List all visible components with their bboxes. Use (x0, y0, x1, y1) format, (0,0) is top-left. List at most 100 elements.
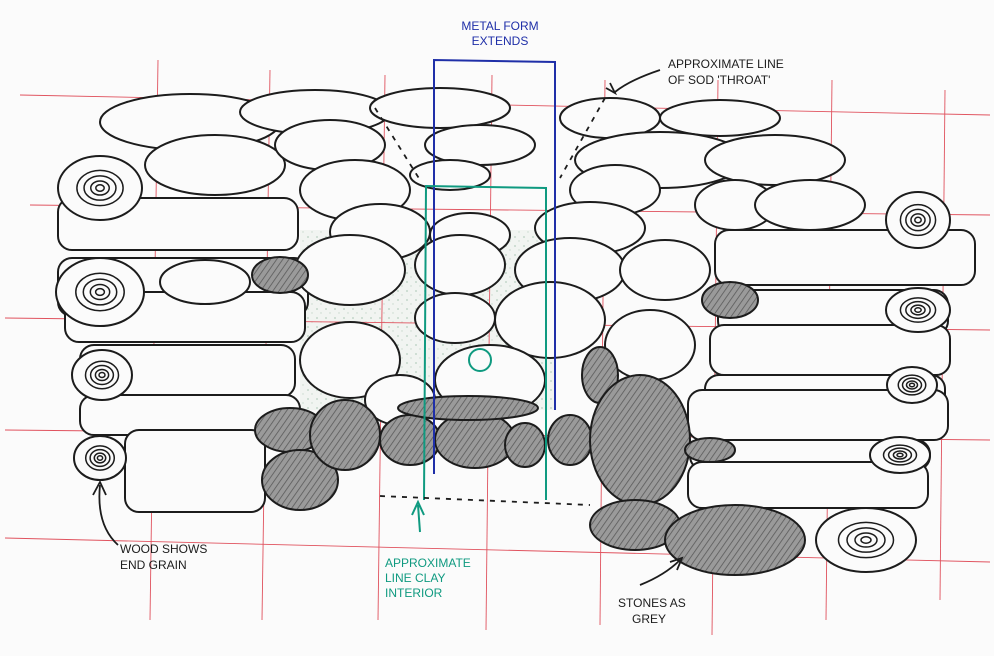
stone (424, 124, 536, 166)
grey-stone (684, 437, 736, 463)
end-grain-ring (837, 521, 895, 559)
stones-grey-label-line-2: GREY (632, 612, 666, 626)
end-grain-ring (905, 300, 931, 320)
end-grain-ring (892, 450, 908, 460)
sod-throat-label-line-1: APPROXIMATE LINE (668, 57, 784, 71)
end-grain-ring (908, 382, 916, 388)
stone (144, 134, 286, 196)
end-grain-ring (846, 527, 886, 553)
clay-interior-line (411, 184, 547, 533)
stone (299, 321, 401, 399)
end-grain-ring (860, 536, 872, 544)
end-grain-ring (905, 380, 919, 390)
log (687, 461, 929, 509)
concentric-ring-icon (899, 297, 937, 323)
end-grain-ring (854, 532, 878, 548)
metal-form-label-line-1: METAL FORM (461, 19, 538, 33)
log-end (886, 366, 938, 404)
stone (409, 159, 491, 191)
stone (754, 179, 866, 231)
end-grain-ring (98, 371, 106, 379)
grey-stone (309, 399, 381, 471)
grey-stone (261, 449, 339, 511)
end-grain-ring (905, 208, 931, 232)
end-grain-ring (75, 272, 125, 312)
log (124, 429, 266, 513)
stones-grey-label-line-1: STONES AS (618, 596, 686, 610)
concentric-ring-icon (882, 444, 918, 466)
metal-form-label-line-2: EXTENDS (472, 34, 529, 48)
stone (494, 281, 606, 359)
metal-form-outline (433, 58, 556, 474)
end-grain-ring (83, 175, 117, 201)
end-grain-ring (910, 304, 926, 316)
concentric-ring-icon (899, 203, 937, 237)
end-grain-ring (82, 278, 118, 306)
grey-stone (504, 422, 546, 468)
annotation-stones-grey: STONES AS GREY (618, 596, 686, 626)
grey-stone (251, 256, 309, 294)
grey-stone (547, 414, 593, 466)
annotation-metal-form: METAL FORM EXTENDS (461, 19, 538, 48)
end-grain-ring (90, 180, 110, 196)
stone (619, 239, 711, 301)
end-grain-ring (899, 203, 937, 237)
stone (369, 87, 511, 129)
concentric-ring-icon (897, 374, 927, 396)
end-grain-ring (94, 287, 106, 297)
concentric-ring-icon (84, 445, 116, 471)
concentric-ring-icon (76, 169, 124, 207)
end-grain-ring (76, 169, 124, 207)
end-grain-ring (96, 455, 104, 461)
end-grain-ring (899, 297, 937, 323)
clay-interior-label-line-2: LINE CLAY (385, 571, 445, 585)
end-grain-ring (84, 360, 120, 390)
end-grain-ring (89, 448, 111, 468)
grey-stone (589, 374, 691, 506)
log-end (73, 435, 127, 481)
end-grain-ring (89, 364, 115, 386)
log-end (57, 155, 143, 221)
log-end (71, 349, 133, 401)
stone (704, 134, 846, 186)
grey-stone (664, 504, 806, 576)
end-grain-ring (95, 184, 105, 192)
log-end-rings (75, 169, 937, 559)
grey-stone (379, 414, 441, 466)
sod-throat-dashed-lines (374, 97, 606, 506)
annotation-clay-interior: APPROXIMATE LINE CLAY INTERIOR (385, 556, 471, 600)
annotation-sod-throat: APPROXIMATE LINE OF SOD 'THROAT' (668, 57, 784, 87)
clay-interior-label-line-1: APPROXIMATE (385, 556, 471, 570)
stone (159, 259, 251, 305)
grey-stone (701, 281, 759, 319)
end-grain-ring (910, 213, 926, 227)
log-end (885, 191, 951, 249)
end-grain-ring (897, 374, 927, 396)
stone (414, 234, 506, 296)
end-grain-ring (887, 447, 913, 463)
sod-throat-label-line-2: OF SOD 'THROAT' (668, 73, 770, 87)
end-grain-ring (93, 452, 107, 464)
log-end (55, 257, 145, 327)
log-end (815, 507, 917, 573)
end-grain-ring (914, 307, 922, 313)
end-grain-ring (901, 377, 923, 393)
concentric-ring-icon (84, 360, 120, 390)
end-grain-ring (896, 452, 904, 458)
concentric-ring-icon (837, 521, 895, 559)
log-end (885, 287, 951, 333)
annotation-end-grain: WOOD SHOWS END GRAIN (120, 542, 207, 572)
grey-stone (397, 395, 539, 421)
end-grain-ring (94, 368, 110, 382)
log-end (869, 436, 931, 474)
end-grain-ring (84, 445, 116, 471)
clay-interior-label-line-3: INTERIOR (385, 586, 443, 600)
stone (414, 292, 496, 344)
end-grain-ring (914, 216, 922, 224)
concentric-ring-icon (75, 272, 125, 312)
end-grain-ring (882, 444, 918, 466)
wall-elements (55, 87, 976, 576)
end-grain-ring (89, 283, 111, 301)
